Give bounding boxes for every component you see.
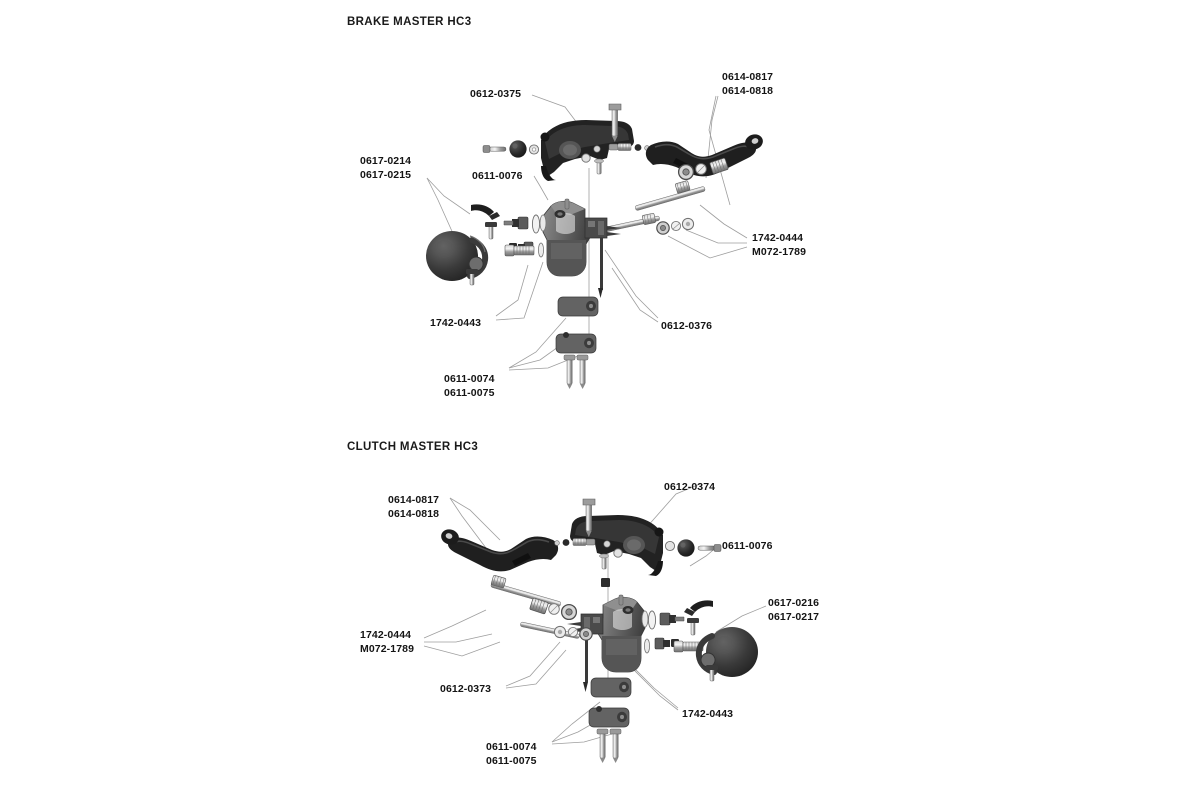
clutch-clamp-bolts	[596, 728, 622, 763]
brake-line-upper-assembly	[635, 157, 729, 211]
callout-0612-0375: 0612-0375	[470, 88, 522, 100]
clutch-reservoir-screws	[687, 618, 718, 682]
clutch-lever	[441, 529, 559, 572]
callout-0612-0373: 0612-0373	[440, 683, 492, 695]
section-title-clutch-master: CLUTCH MASTER HC3	[347, 441, 479, 453]
clutch-perch-clamp-screw	[582, 498, 596, 537]
clutch-perch-nut	[601, 578, 610, 587]
callout-0617-0215: 0617-0215	[360, 169, 412, 181]
clutch-line-upper-assembly	[490, 575, 578, 621]
callout-M072-1789-clutch: M072-1789	[360, 643, 415, 655]
brake-lever-adjuster-pin	[608, 143, 650, 151]
callout-0611-0075-brake: 0611-0075	[444, 387, 495, 399]
clutch-clamp-lower	[588, 706, 630, 728]
callout-0611-0074-clutch: 0611-0074	[486, 741, 537, 753]
callout-1742-0444-clutch: 1742-0444	[360, 629, 412, 641]
callout-0617-0216: 0617-0216	[768, 597, 820, 609]
clutch-lever-perch	[570, 515, 664, 576]
callout-M072-1789-brake: M072-1789	[752, 246, 807, 258]
clutch-clamp-upper	[590, 677, 632, 698]
callout-0611-0075-clutch: 0611-0075	[486, 755, 537, 767]
clutch-perch-small-screw	[599, 553, 609, 570]
brake-clamp-upper	[557, 296, 599, 317]
clutch-reservoir	[695, 627, 758, 677]
brake-hose-union	[504, 244, 535, 257]
callout-0614-0818-clutch: 0614-0818	[388, 508, 440, 520]
clutch-pivot-hardware	[664, 539, 722, 557]
brake-perch-small-screw	[594, 158, 604, 175]
brake-line-lower-assembly	[600, 213, 695, 235]
brake-reservoir-screws	[466, 222, 497, 286]
section-title-brake-master: BRAKE MASTER HC3	[347, 16, 472, 28]
clutch-reservoir-bracket	[684, 600, 713, 616]
callout-0611-0076-brake: 0611-0076	[472, 170, 523, 182]
brake-lever-perch	[540, 120, 634, 181]
brake-master-illustration	[426, 94, 763, 389]
clutch-line-lower-assembly	[520, 621, 593, 641]
clutch-perch-washer	[613, 548, 623, 558]
clutch-master-illustration	[423, 483, 767, 763]
clutch-hose-union	[673, 640, 704, 653]
callout-0617-0217: 0617-0217	[768, 611, 820, 623]
callout-0614-0818: 0614-0818	[722, 85, 774, 97]
brake-reservoir-bracket	[471, 204, 500, 220]
callout-1742-0443-clutch: 1742-0443	[682, 708, 734, 720]
brake-master-cylinder-body	[542, 198, 621, 298]
callout-0611-0074-brake: 0611-0074	[444, 373, 495, 385]
brake-pivot-hardware	[482, 140, 540, 158]
callout-1742-0444-brake: 1742-0444	[752, 232, 804, 244]
brake-perch-clamp-screw	[608, 103, 622, 142]
callout-0612-0376: 0612-0376	[661, 320, 713, 332]
callout-0614-0817: 0614-0817	[722, 71, 774, 83]
clutch-lever-adjuster-pin	[554, 538, 596, 546]
brake-clamp-lower	[555, 332, 597, 354]
callout-1742-0443-brake: 1742-0443	[430, 317, 482, 329]
callout-0617-0214: 0617-0214	[360, 155, 412, 167]
clutch-master-cylinder-body	[567, 594, 646, 692]
callout-0611-0076-clutch: 0611-0076	[722, 540, 773, 552]
callout-0612-0374: 0612-0374	[664, 481, 716, 493]
callout-0614-0817-clutch: 0614-0817	[388, 494, 440, 506]
brake-perch-washer	[581, 153, 591, 163]
brake-clamp-bolts	[563, 354, 589, 389]
